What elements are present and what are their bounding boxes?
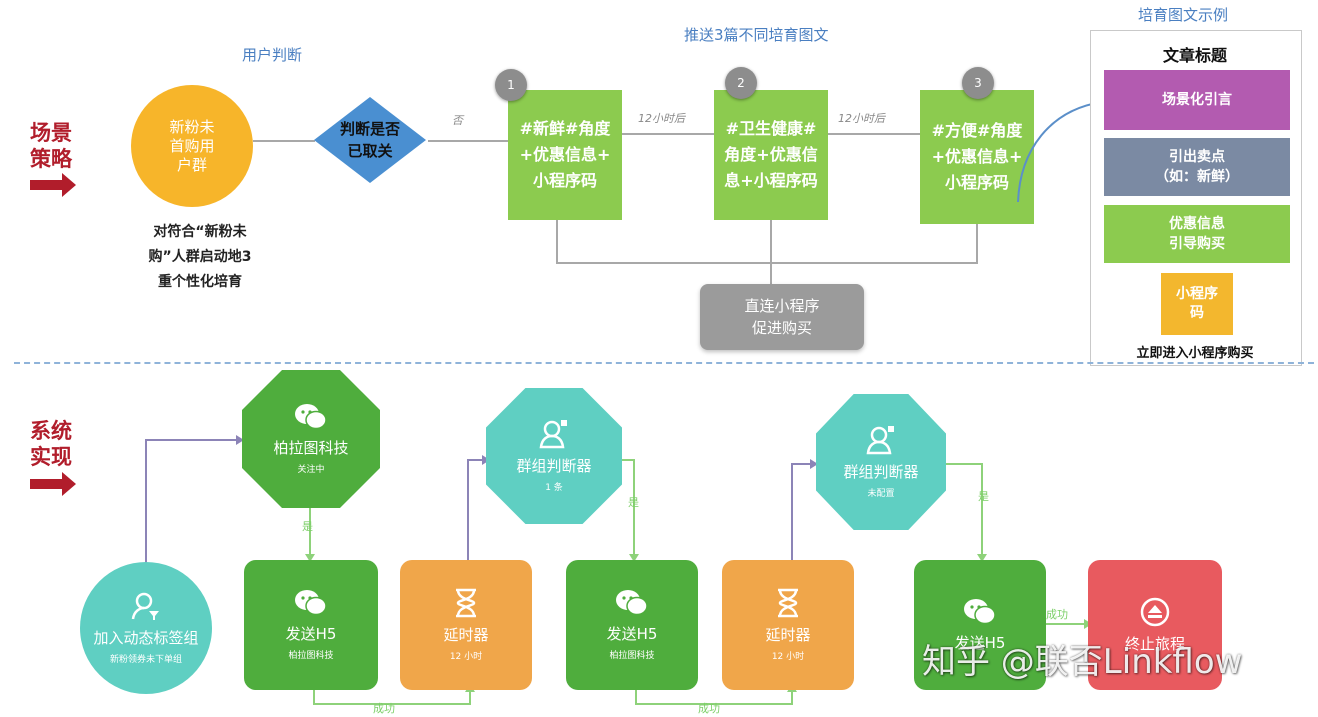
panel-row-selling-point: 引出卖点 （如：新鲜） <box>1104 138 1290 196</box>
watermark: 知乎 @联否Linkflow <box>922 642 1243 682</box>
unsubscribe-decision-diamond <box>314 97 426 183</box>
push-articles-label: 推送3篇不同培育图文 <box>684 26 829 44</box>
system-title-line1: 系统 <box>30 419 72 443</box>
box-4-sub: 12 小时 <box>771 652 805 662</box>
dynamic-tag-group-node[interactable]: 加入动态标签组 新粉领券未下单组 <box>80 562 212 694</box>
success-label-2: 成功 <box>698 702 720 715</box>
connector-line <box>428 140 508 142</box>
example-panel-heading: 文章标题 <box>1162 46 1227 65</box>
box-1-title: 发送H5 <box>285 625 337 643</box>
success-label-1: 成功 <box>373 702 395 715</box>
success-label-3: 成功 <box>1046 608 1068 621</box>
box-6-title: 终止旅程 <box>1124 634 1185 653</box>
start-node-title: 加入动态标签组 <box>93 629 199 647</box>
octagon-1-sub: 关注中 <box>297 465 325 475</box>
article-box-3: #方便#角度 +优惠信息+ 小程序码 <box>920 90 1034 224</box>
qr-box-text: 小程序 码 <box>1176 286 1218 321</box>
interval-label-1: 12小时后 <box>638 112 685 125</box>
panel-row-offer-text: 优惠信息 引导购买 <box>1169 216 1225 252</box>
start-node-sub: 新粉领券未下单组 <box>109 655 182 665</box>
wechat-icon <box>964 598 996 624</box>
user-group-icon <box>866 426 894 455</box>
hourglass-icon <box>778 588 798 618</box>
miniprogram-purchase-box: 直连小程序 促进购买 <box>700 284 864 350</box>
new-fans-circle: 新粉未 首购用 户群 <box>131 85 253 207</box>
connector-line <box>770 220 772 284</box>
box-3-title: 发送H5 <box>606 625 658 643</box>
connector-line <box>556 220 558 264</box>
connector-line <box>828 133 920 135</box>
article-box-2: #卫生健康# 角度+优惠信 息+小程序码 <box>714 90 828 220</box>
article-number-1: 1 <box>495 69 527 101</box>
user-judgment-label: 用户判断 <box>242 46 303 64</box>
yes-label-1: 是 <box>302 520 313 533</box>
octagon-3-title: 群组判断器 <box>843 463 919 481</box>
article-3-text: #方便#角度 +优惠信息+ 小程序码 <box>931 121 1023 192</box>
send-h5-node-3[interactable]: 发送H5 <box>914 560 1046 690</box>
panel-row-offer: 优惠信息 引导购买 <box>1104 205 1290 263</box>
delay-node-2[interactable]: 延时器 12 小时 <box>722 560 854 690</box>
hourglass-icon <box>456 588 476 618</box>
article-2-text: #卫生健康# 角度+优惠信 息+小程序码 <box>724 119 818 190</box>
wechat-icon <box>295 404 327 430</box>
user-group-icon <box>539 420 567 449</box>
end-journey-node[interactable]: 终止旅程 <box>1088 560 1222 690</box>
box-2-title: 延时器 <box>443 626 489 644</box>
wechat-icon <box>616 590 648 616</box>
article-1-text: #新鲜#角度 +优惠信息+ 小程序码 <box>519 119 611 190</box>
user-tag-icon <box>131 592 159 620</box>
scenario-title-line1: 场景 <box>30 121 72 145</box>
wechat-icon <box>295 590 327 616</box>
system-arrow-icon <box>30 472 76 496</box>
panel-footer: 立即进入小程序购买 <box>1136 346 1254 361</box>
flow-connectors <box>145 435 1092 705</box>
system-title-line2: 实现 <box>30 445 72 469</box>
connector-line <box>556 262 978 264</box>
eject-icon <box>1140 597 1170 626</box>
new-fans-circle-text: 新粉未 首购用 户群 <box>169 117 215 174</box>
box-2-sub: 12 小时 <box>449 652 483 662</box>
box-5-title: 发送H5 <box>954 633 1006 652</box>
wechat-follow-node[interactable]: 柏拉图科技 关注中 <box>242 370 380 508</box>
scenario-title-line2: 策略 <box>30 147 72 171</box>
diamond-text: 判断是否 已取关 <box>339 120 400 160</box>
box-1-sub: 柏拉图科技 <box>288 651 334 661</box>
octagon-1-title: 柏拉图科技 <box>273 439 349 457</box>
scenario-arrow-icon <box>30 173 76 197</box>
connector-line <box>622 133 714 135</box>
octagon-2-sub: 1 条 <box>545 483 563 493</box>
group-judge-node-1[interactable]: 群组判断器 1 条 <box>486 388 622 524</box>
connector-line <box>976 224 978 264</box>
connector-line <box>253 140 315 142</box>
box-4-title: 延时器 <box>765 626 811 644</box>
octagon-2-title: 群组判断器 <box>516 457 592 475</box>
yes-label-3: 是 <box>978 490 989 503</box>
box-3-sub: 柏拉图科技 <box>609 651 655 661</box>
example-panel-label: 培育图文示例 <box>1138 6 1229 24</box>
article-number-3: 3 <box>962 67 994 99</box>
interval-label-2: 12小时后 <box>838 112 885 125</box>
system-implementation-title: 系统 实现 <box>30 418 72 470</box>
miniprogram-box-text: 直连小程序 促进购买 <box>744 297 820 337</box>
panel-row-intro-text: 场景化引言 <box>1162 92 1232 108</box>
no-label: 否 <box>452 114 463 127</box>
octagon-3-sub: 未配置 <box>867 489 895 499</box>
panel-row-selling-text: 引出卖点 （如：新鲜） <box>1155 149 1239 185</box>
send-h5-node-2[interactable]: 发送H5 柏拉图科技 <box>566 560 698 690</box>
group-judge-node-2[interactable]: 群组判断器 未配置 <box>816 394 946 530</box>
yes-label-2: 是 <box>628 496 639 509</box>
section-divider <box>14 362 1314 364</box>
new-fans-description: 对符合“新粉未 购”人群启动地3 重个性化培育 <box>148 224 252 290</box>
article-box-1: #新鲜#角度 +优惠信息+ 小程序码 <box>508 90 622 220</box>
scenario-strategy-title: 场景 策略 <box>30 120 72 172</box>
delay-node-1[interactable]: 延时器 12 小时 <box>400 560 532 690</box>
panel-row-intro: 场景化引言 <box>1104 70 1290 130</box>
qr-code-box: 小程序 码 <box>1161 273 1233 335</box>
article-number-2: 2 <box>725 67 757 99</box>
send-h5-node-1[interactable]: 发送H5 柏拉图科技 <box>244 560 378 690</box>
